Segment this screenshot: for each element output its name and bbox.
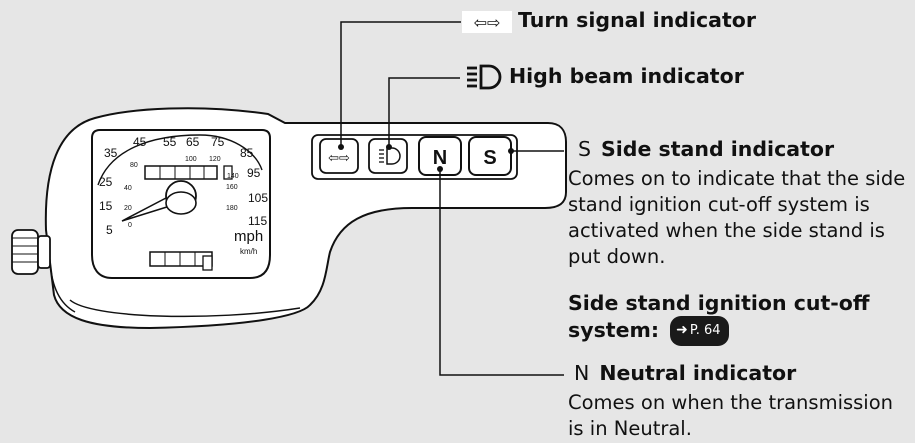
indicator-panel [311,134,518,180]
mph-tick: 25 [99,175,113,189]
mph-tick: 5 [106,223,113,237]
odometer [144,165,233,180]
page-reference-link[interactable]: ➜P. 64 [670,316,729,346]
speed-ticks [97,134,263,186]
trip-meter [149,251,213,271]
side-stand-lamp: S [468,136,512,176]
svg-text:⇦⇨: ⇦⇨ [474,13,501,32]
kmh-tick: 180 [226,205,238,212]
svg-text:S: S [483,147,496,169]
kmh-unit: km/h [240,247,257,256]
mph-unit: mph [234,228,263,245]
turn-signal-arrows-icon: ⇦⇨ [462,11,512,33]
neutral-glyph: N [574,361,590,385]
high-beam-lamp [368,138,408,174]
speed-needle [121,180,197,222]
mph-tick: 75 [211,135,225,149]
arrow-right-icon: ➜ [676,322,688,338]
kmh-tick: 100 [185,156,197,163]
mph-tick: 85 [240,146,254,160]
mph-tick: 115 [248,214,267,228]
turn-signal-lamp: ⇦⇨ [319,138,359,174]
svg-text:⇦⇨: ⇦⇨ [328,151,350,166]
side-stand-description: Comes on to indicate that the side stand… [568,167,906,268]
mph-tick: 45 [133,135,147,149]
high-beam-label: High beam indicator [509,64,744,88]
side-stand-reference: Side stand ignition cut-off system: ➜P. … [568,290,908,346]
kmh-tick: 80 [130,162,138,169]
mph-tick: 55 [163,135,177,149]
neutral-description: Comes on when the transmission is in Neu… [568,391,894,440]
kmh-tick: 0 [128,222,132,229]
kmh-tick: 140 [227,173,239,180]
mph-tick: 95 [247,166,261,180]
mph-tick: 105 [248,191,268,205]
kmh-tick: 160 [226,184,238,191]
neutral-lamp: N [418,136,462,176]
trip-reset-knob-icon[interactable] [11,229,51,275]
mph-tick: 35 [104,146,118,160]
turn-signal-label: Turn signal indicator [518,8,756,32]
side-stand-glyph: S [578,137,592,161]
high-beam-icon [467,64,502,90]
kmh-tick: 40 [124,185,132,192]
kmh-tick: 20 [124,205,132,212]
svg-text:N: N [433,147,447,169]
mph-tick: 15 [99,199,113,213]
mph-tick: 65 [186,135,200,149]
kmh-tick: 120 [209,156,221,163]
leader-lines [338,21,564,376]
